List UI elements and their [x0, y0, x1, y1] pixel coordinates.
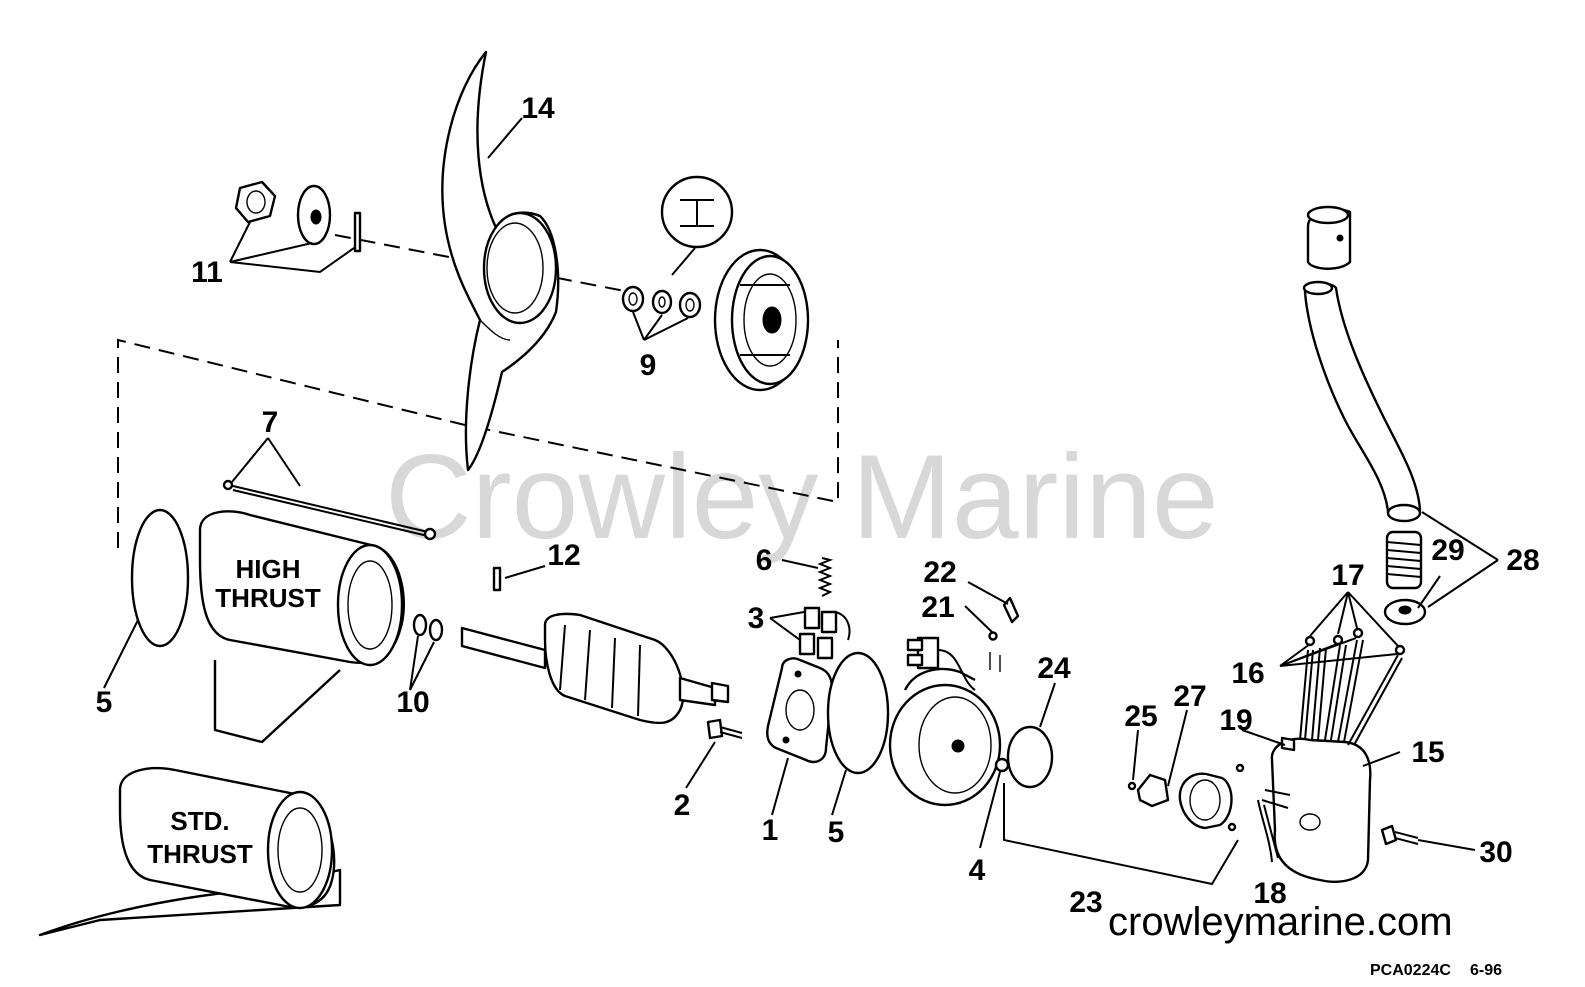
brushes-drawing: [798, 606, 851, 660]
washers-drawing: [621, 175, 734, 319]
propeller-drawing: [441, 50, 560, 472]
screw-2-drawing: [706, 718, 743, 740]
std-thrust-label-1: STD.: [170, 806, 229, 836]
front-housing-drawing: [713, 248, 810, 392]
o-rings-small-drawing: [412, 613, 444, 642]
callout-22: 22: [923, 556, 956, 589]
brush-plate-drawing: [766, 657, 834, 764]
rear-housing-drawing: [888, 636, 1002, 807]
callout-29: 29: [1431, 534, 1464, 567]
callout-14: 14: [521, 92, 555, 125]
screw-21-drawing: [988, 631, 998, 641]
callout-9: 9: [640, 349, 657, 382]
prop-nut-washer-pin-drawing: [234, 180, 362, 253]
std-thrust-label-2: THRUST: [147, 839, 253, 869]
leader-lines: [103, 117, 1499, 886]
callout-16: 16: [1231, 657, 1264, 690]
high-thrust-housing-drawing: [198, 510, 406, 744]
callout-6: 6: [756, 544, 773, 577]
callout-3: 3: [748, 602, 765, 635]
switch-25-27-drawing: [1127, 763, 1245, 832]
wire-18-drawing: [1257, 799, 1273, 863]
callout-7: 7: [262, 406, 279, 439]
callout-15: 15: [1411, 736, 1444, 769]
std-thrust-housing-drawing: [38, 767, 342, 937]
watermark: Crowley Marine: [385, 430, 1219, 564]
thru-bolt-drawing: [222, 479, 437, 541]
drawing-date: 6-96: [1470, 962, 1502, 979]
drawing-code: PCA0224C: [1370, 962, 1451, 979]
washer-28-drawing: [1383, 598, 1427, 626]
spring-6-drawing: [817, 557, 834, 597]
shaft-tube-drawing: [1302, 205, 1422, 523]
o-ring-left-drawing: [130, 508, 190, 648]
high-thrust-label-1: HIGH: [236, 554, 301, 584]
callout-12: 12: [547, 539, 580, 572]
callout-28: 28: [1506, 544, 1539, 577]
callout-25: 25: [1124, 700, 1157, 733]
armature-drawing: [460, 612, 730, 725]
screw-30-drawing: [1380, 824, 1419, 846]
callout-17: 17: [1331, 559, 1364, 592]
callout-18: 18: [1253, 877, 1286, 910]
screw-4-drawing: [994, 757, 1010, 773]
lower-unit-drawing: [1261, 627, 1406, 883]
o-ring-24-drawing: [1006, 725, 1054, 789]
website-text: crowleymarine.com: [1108, 900, 1453, 944]
callout-30: 30: [1479, 836, 1512, 869]
pin-22-drawing: [1002, 596, 1020, 624]
callout-19: 19: [1219, 704, 1252, 737]
callout-10: 10: [396, 686, 429, 719]
callout-24: 24: [1037, 652, 1071, 685]
callout-27: 27: [1173, 680, 1206, 713]
high-thrust-label-2: THRUST: [215, 583, 321, 613]
callout-4: 4: [969, 854, 986, 887]
callout-11: 11: [191, 256, 223, 289]
callout-5-right: 5: [828, 816, 845, 849]
key-drawing: [492, 566, 502, 592]
callout-23: 23: [1069, 886, 1102, 919]
callout-1: 1: [762, 814, 779, 847]
spring-29-drawing: [1385, 530, 1423, 590]
callout-21: 21: [921, 591, 954, 624]
callout-2: 2: [674, 789, 691, 822]
o-ring-right-drawing: [826, 651, 890, 775]
callout-5-left: 5: [96, 686, 113, 719]
